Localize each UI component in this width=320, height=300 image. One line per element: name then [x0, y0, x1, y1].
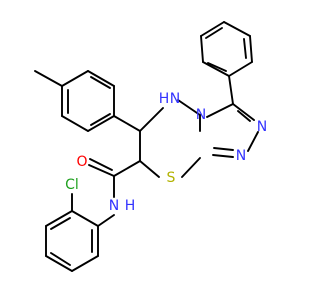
bond — [45, 255, 73, 272]
bond — [228, 75, 234, 105]
bond — [139, 107, 164, 132]
bond — [90, 113, 111, 126]
bond — [50, 252, 71, 266]
atom-chlorine: Cl — [65, 177, 79, 193]
bond — [206, 103, 234, 118]
bond — [207, 62, 227, 72]
bond — [34, 70, 63, 87]
bond — [213, 147, 234, 151]
bond — [177, 99, 201, 116]
bond — [71, 210, 99, 227]
bond — [88, 164, 115, 177]
bond — [113, 115, 141, 132]
atom-triazole-nitrogen-bottom: N — [236, 148, 246, 164]
atom-sulfur: S — [167, 170, 176, 186]
bond — [247, 131, 259, 152]
bond — [202, 61, 230, 77]
atom-oxygen: O — [76, 154, 87, 170]
molecule-structure-diagram: N H N N N S O N H Cl — [34, 21, 267, 272]
bond — [232, 103, 255, 121]
bond — [200, 21, 225, 37]
bond — [249, 35, 253, 63]
bond — [205, 27, 223, 39]
bond — [200, 35, 204, 63]
bond — [50, 217, 71, 230]
bond — [113, 160, 141, 177]
bond — [87, 115, 115, 132]
atom-nh-nitrogen: N — [170, 91, 180, 107]
bond — [97, 214, 115, 227]
bond — [243, 38, 247, 59]
bond — [61, 115, 89, 132]
atom-ring-nitrogen: N — [196, 107, 206, 123]
atom-nh-hydrogen: H — [159, 91, 170, 107]
bond — [71, 255, 99, 272]
atom-label-layer: N H N N N S O N H Cl — [65, 91, 267, 214]
bond — [223, 21, 251, 37]
bond — [90, 76, 111, 89]
bond — [237, 110, 251, 122]
bond — [181, 157, 201, 178]
bond — [139, 160, 160, 178]
bond — [212, 154, 234, 158]
bond-layer — [34, 21, 259, 272]
atom-triazole-nitrogen-right: N — [257, 119, 267, 135]
bond — [61, 70, 89, 87]
bond — [89, 158, 113, 171]
atom-amide-nitrogen: N — [109, 198, 119, 214]
bond — [87, 70, 115, 87]
bond — [228, 61, 253, 77]
bond — [45, 210, 73, 227]
atom-amide-hydrogen: H — [125, 198, 136, 214]
